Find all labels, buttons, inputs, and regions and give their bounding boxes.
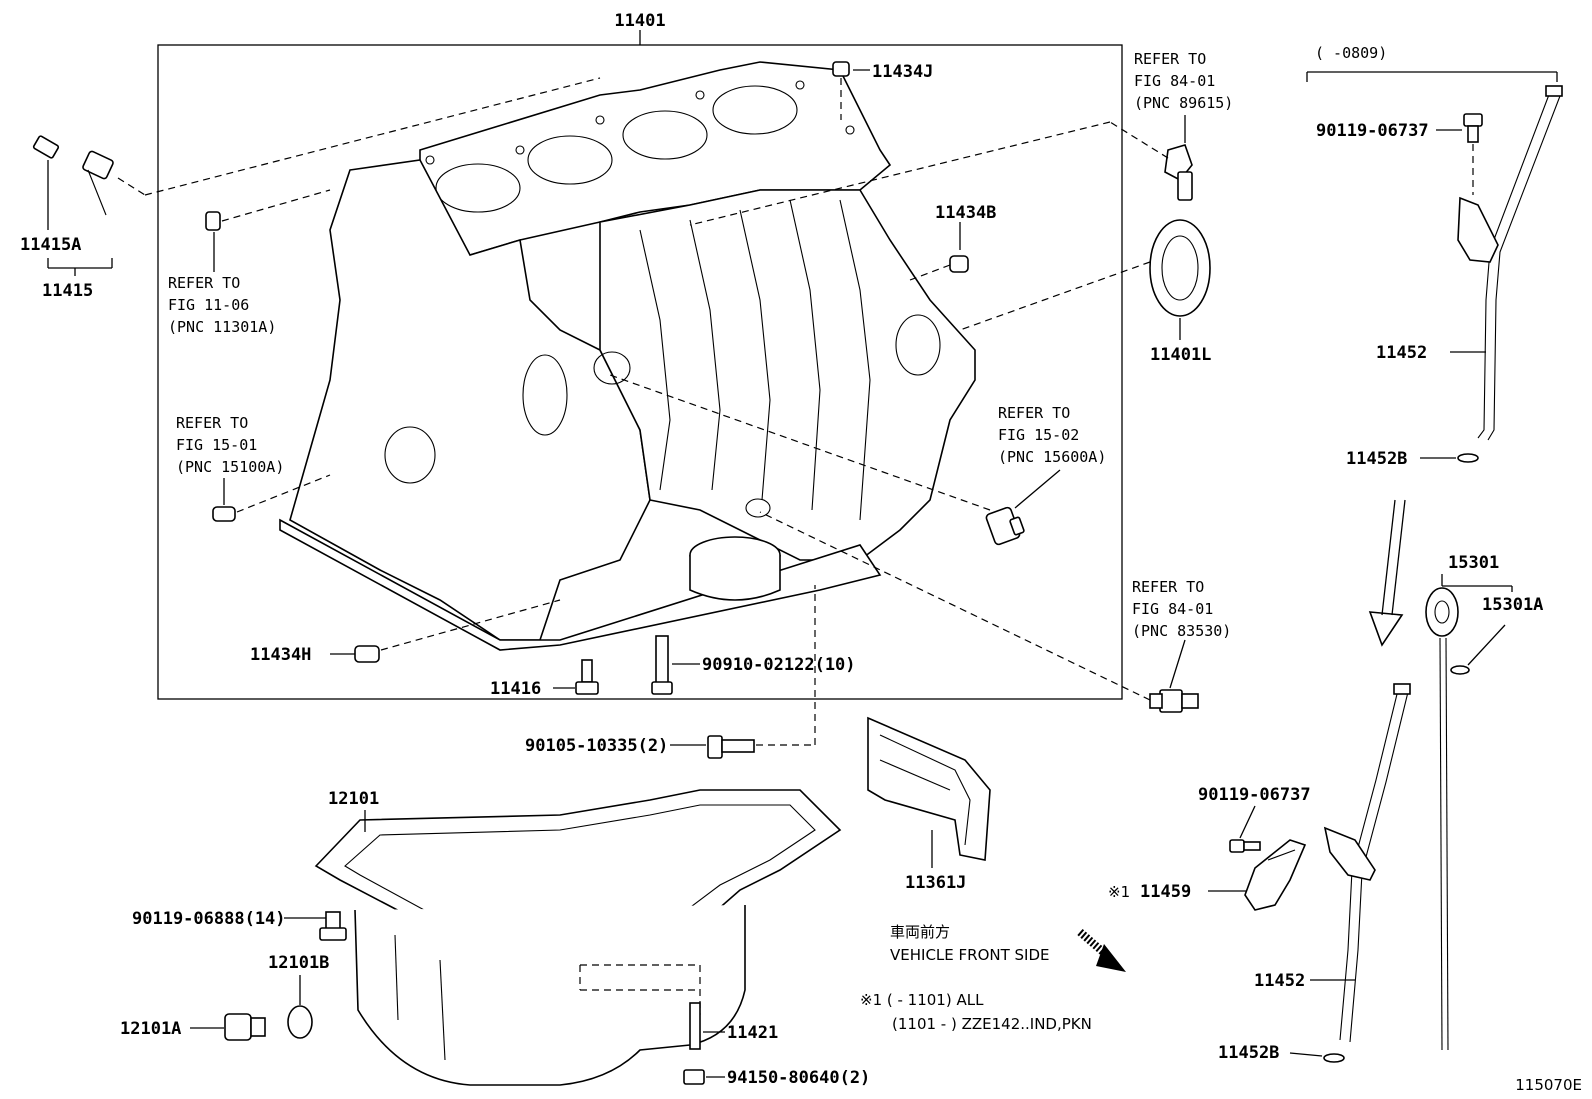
label-11415A: 11415A (20, 235, 81, 255)
cylinder-block (279, 61, 976, 651)
refer-note-5: REFER TO FIG 84-01 (PNC 83530) (1132, 578, 1231, 640)
o-ring-11452B-lower (1323, 1053, 1345, 1063)
dowel-upper-left (205, 211, 221, 231)
svg-text:FIG 84-01: FIG 84-01 (1134, 72, 1215, 90)
svg-text:REFER TO: REFER TO (168, 274, 240, 292)
label-15301A: 15301A (1482, 595, 1543, 615)
drain-plug-12101A (224, 1013, 266, 1041)
bolt-90119-06737-lower (1229, 839, 1261, 853)
figure-id: 115070E (1515, 1076, 1582, 1094)
svg-text:(PNC 89615): (PNC 89615) (1134, 94, 1233, 112)
label-11401: 11401 (614, 11, 665, 31)
dowel-11434H (354, 645, 380, 663)
baffle-11361J (867, 716, 991, 861)
svg-text:REFER TO: REFER TO (1134, 50, 1206, 68)
label-90119-06737-upper: 90119-06737 (1316, 121, 1429, 141)
nut-94150 (683, 1069, 705, 1085)
svg-text:FIG 84-01: FIG 84-01 (1132, 600, 1213, 618)
label-11434J: 11434J (872, 62, 933, 82)
dipstick-15301 (1425, 587, 1459, 1051)
label-11452B-lower: 11452B (1218, 1043, 1279, 1063)
bracket-11459 (1244, 839, 1307, 911)
label-15301: 15301 (1448, 553, 1499, 573)
bolt-90105 (707, 735, 755, 759)
label-94150-80640: 94150-80640(2) (727, 1068, 870, 1088)
svg-text:(PNC 15100A): (PNC 15100A) (176, 458, 284, 476)
svg-text:FIG 15-01: FIG 15-01 (176, 436, 257, 454)
label-11452-upper: 11452 (1376, 343, 1427, 363)
label-12101: 12101 (328, 789, 379, 809)
label-11416: 11416 (490, 679, 541, 699)
label-11434B: 11434B (935, 203, 996, 223)
gasket-12101B (287, 1005, 313, 1039)
label-90105-10335: 90105-10335(2) (525, 736, 668, 756)
o-ring-11452B-upper (1457, 453, 1479, 463)
label-90119-06737-lower: 90119-06737 (1198, 785, 1311, 805)
dowel-11434J (832, 61, 850, 120)
bolt-90119-06737-upper (1463, 113, 1483, 143)
svg-text:(PNC 11301A): (PNC 11301A) (168, 318, 276, 336)
vehicle-front-jp: 車両前方 (890, 923, 950, 941)
refer-note-1: REFER TO FIG 11-06 (PNC 11301A) (168, 274, 276, 336)
bolt-11416 (575, 659, 599, 695)
svg-text:(PNC 83530): (PNC 83530) (1132, 622, 1231, 640)
refer-note-4: REFER TO FIG 15-02 (PNC 15600A) (998, 404, 1106, 466)
label-11459: 11459 (1140, 882, 1191, 902)
bolt-90119-06888 (319, 911, 347, 941)
label-90119-06888: 90119-06888(14) (132, 909, 286, 929)
o-ring-15301A (1450, 665, 1470, 675)
svg-text:REFER TO: REFER TO (176, 414, 248, 432)
label-11361J: 11361J (905, 873, 966, 893)
knock-sensor (1164, 144, 1193, 201)
label-11452-lower: 11452 (1254, 971, 1305, 991)
guide-tube-11452-lower (1323, 683, 1411, 1043)
label-12101A: 12101A (120, 1019, 181, 1039)
stud-90910 (651, 635, 673, 695)
svg-text:FIG 11-06: FIG 11-06 (168, 296, 249, 314)
oil-seal-11401L (1149, 219, 1211, 317)
sensor-11415 (32, 135, 114, 216)
label-11452B-upper: 11452B (1346, 449, 1407, 469)
svg-text:REFER TO: REFER TO (998, 404, 1070, 422)
label-11415: 11415 (42, 281, 93, 301)
oil-pressure-sensor (1149, 689, 1199, 713)
date-range: ( -0809) (1315, 44, 1387, 62)
vehicle-front-en: VEHICLE FRONT SIDE (890, 946, 1050, 964)
down-arrow-icon (1368, 499, 1406, 647)
dowel-lower-left (212, 506, 236, 522)
stud-11421 (689, 1002, 701, 1050)
svg-text:REFER TO: REFER TO (1132, 578, 1204, 596)
refer-note-2: REFER TO FIG 15-01 (PNC 15100A) (176, 414, 284, 476)
svg-text:(PNC 15600A): (PNC 15600A) (998, 448, 1106, 466)
label-12101B: 12101B (268, 953, 329, 973)
footnote-line2: (1101 - ) ZZE142..IND,PKN (892, 1015, 1092, 1033)
oil-pan-12101 (314, 789, 842, 1086)
label-11421: 11421 (727, 1023, 778, 1043)
refer-note-3: REFER TO FIG 84-01 (PNC 89615) (1134, 50, 1233, 112)
svg-text:FIG 15-02: FIG 15-02 (998, 426, 1079, 444)
label-11401L: 11401L (1150, 345, 1211, 365)
label-11434H: 11434H (250, 645, 311, 665)
dowel-11434B (949, 255, 969, 273)
mark-11459: ※1 (1108, 883, 1130, 901)
front-arrow-icon (1077, 928, 1126, 972)
label-90910-02122: 90910-02122(10) (702, 655, 856, 675)
guide-tube-11452-upper (1457, 85, 1563, 441)
footnote-line1: ※1 ( - 1101) ALL (860, 991, 984, 1009)
plug-15600A (985, 506, 1025, 546)
